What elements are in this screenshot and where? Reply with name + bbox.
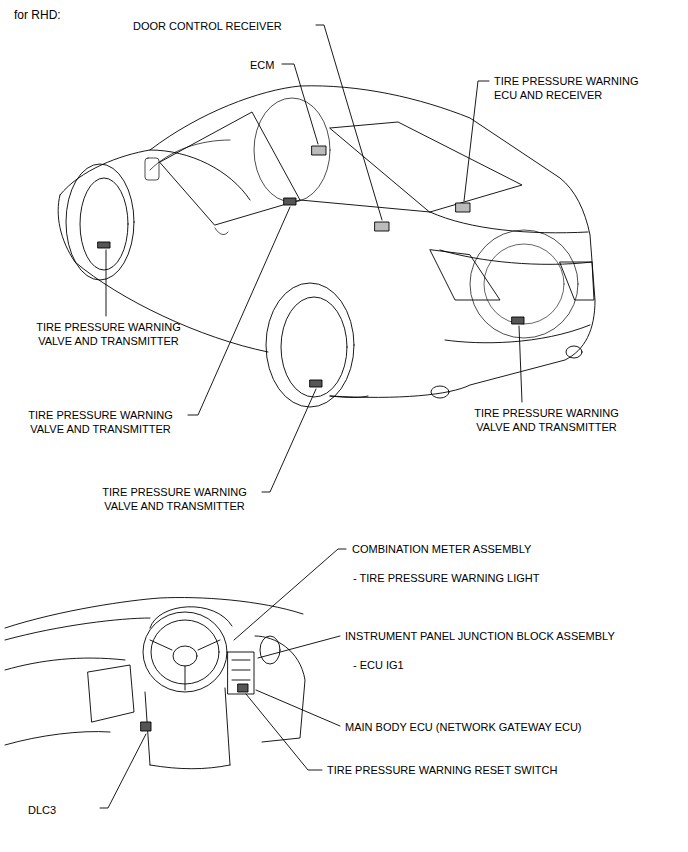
callout-label: TIRE PRESSURE WARNING VALVE AND TRANSMIT…	[18, 408, 183, 436]
callout-label: TIRE PRESSURE WARNING VALVE AND TRANSMIT…	[26, 320, 191, 348]
callout-label: DOOR CONTROL RECEIVER	[133, 19, 282, 33]
callout-label: - TIRE PRESSURE WARNING LIGHT	[353, 571, 539, 585]
callout-label: TIRE PRESSURE WARNING VALVE AND TRANSMIT…	[464, 406, 629, 434]
callout-label: TIRE PRESSURE WARNING VALVE AND TRANSMIT…	[92, 485, 257, 513]
callout-label: ECM	[250, 58, 274, 72]
callout-label: INSTRUMENT PANEL JUNCTION BLOCK ASSEMBLY	[345, 629, 615, 643]
callout-label: - ECU IG1	[353, 658, 404, 672]
callout-label: MAIN BODY ECU (NETWORK GATEWAY ECU)	[345, 720, 582, 734]
callout-label: TIRE PRESSURE WARNING ECU AND RECEIVER	[494, 74, 664, 102]
callout-label: TIRE PRESSURE WARNING RESET SWITCH	[327, 763, 557, 777]
callout-label: COMBINATION METER ASSEMBLY	[352, 542, 531, 556]
callout-label: DLC3	[28, 803, 56, 817]
page-title: for RHD:	[14, 8, 61, 23]
